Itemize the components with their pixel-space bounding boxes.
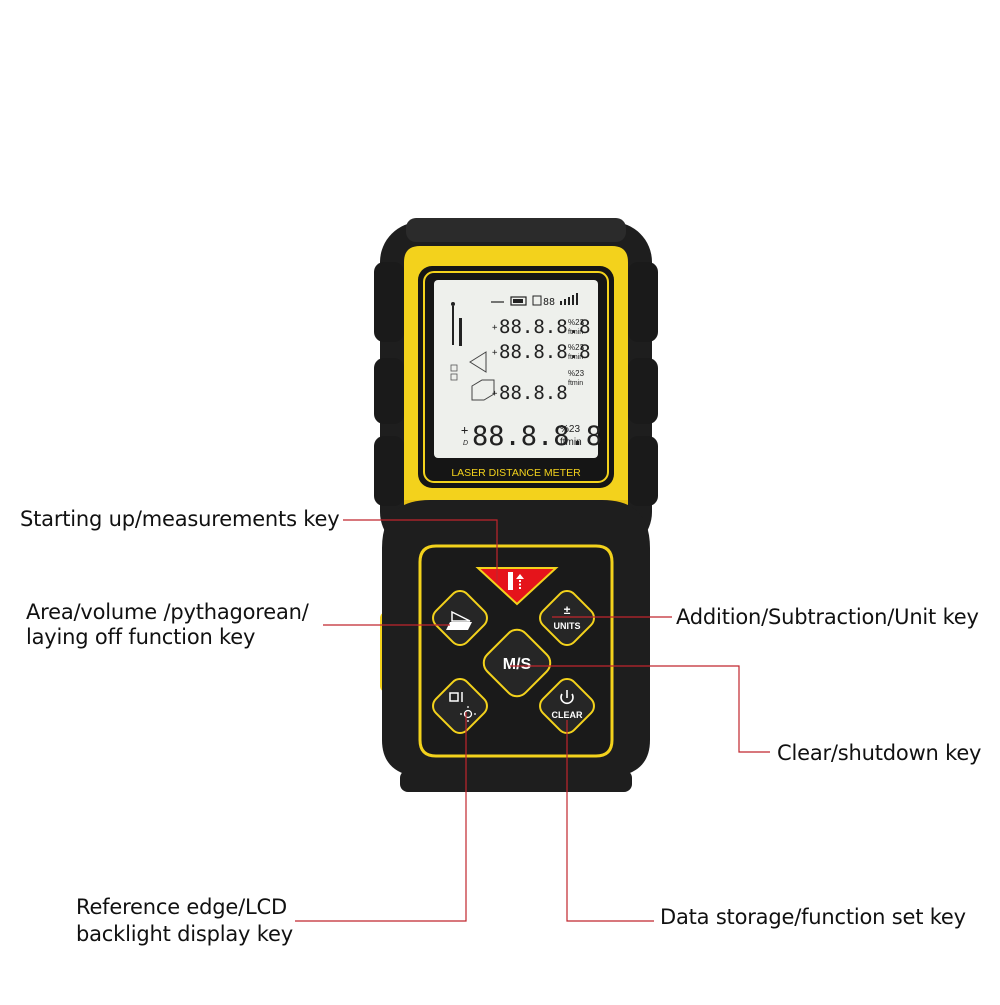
lcd-row-2-ft: ftmin xyxy=(568,354,583,361)
lcd-panel: LASER DISTANCE METER 88 + 88.8 xyxy=(418,266,614,488)
lcd-row-3: 88.8.8 xyxy=(499,382,568,404)
clear-label: CLEAR xyxy=(552,710,583,720)
units-key[interactable]: ± UNITS xyxy=(536,587,598,649)
lcd-row-1-ft: ftmin xyxy=(568,329,583,336)
label-area-key-line1: Area/volume /pythagorean/ xyxy=(26,600,309,624)
label-reference-key-line2: backlight display key xyxy=(76,922,293,946)
lcd-label-d: D xyxy=(463,440,468,447)
lcd-sign-plus: + xyxy=(492,389,498,399)
lcd-row-3-ft: ftmin xyxy=(568,380,583,387)
lcd-status-digits: 88 xyxy=(543,297,555,308)
lcd-sign-plus: + xyxy=(492,348,498,358)
brand-strip: LASER DISTANCE METER xyxy=(451,467,581,479)
lcd-row-3-pct: %23 xyxy=(568,369,585,378)
lcd-main-pct: %23 xyxy=(560,424,580,435)
lcd-status-bar: 88 xyxy=(491,293,578,308)
lcd-mode-icons xyxy=(450,364,458,381)
label-measure-key: Starting up/measurements key xyxy=(20,507,340,531)
lcd-main-ft: ftmin xyxy=(560,437,582,448)
callout-line-measure xyxy=(343,519,498,583)
label-area-key-line2: laying off function key xyxy=(26,625,256,649)
lcd-triangle-icon xyxy=(469,351,487,373)
label-storage-key: Data storage/function set key xyxy=(660,905,966,929)
label-reference-key-line1: Reference edge/LCD xyxy=(76,895,287,919)
lcd-main-reading: 88.8.8.8 xyxy=(472,421,602,452)
ms-label: M/S xyxy=(503,656,532,673)
units-symbol: ± xyxy=(564,603,571,617)
units-label: UNITS xyxy=(554,621,581,631)
lcd-laser-indicator-icon xyxy=(451,302,462,346)
label-units-key: Addition/Subtraction/Unit key xyxy=(676,605,979,629)
lcd-row-2-pct: %23 xyxy=(568,343,585,352)
area-key[interactable] xyxy=(429,587,491,649)
callout-line-storage xyxy=(566,720,654,922)
lcd-row-1-pct: %23 xyxy=(568,318,585,327)
area-volume-icon xyxy=(446,610,472,630)
backlight-icon xyxy=(460,706,476,722)
lcd-volume-icon xyxy=(471,379,495,401)
callout-lines xyxy=(295,519,770,922)
laser-measure-icon xyxy=(508,572,524,590)
callout-line-clear xyxy=(510,665,770,753)
reference-key[interactable] xyxy=(429,675,491,737)
ms-key[interactable]: M/S xyxy=(479,625,555,701)
power-icon xyxy=(560,690,574,705)
reference-edge-icon xyxy=(449,692,463,702)
lcd-sign-plus: + xyxy=(492,323,498,333)
lcd-row-1: 88.8.8.8 xyxy=(499,316,591,338)
lcd-row-2: 88.8.8.8 xyxy=(499,341,591,363)
lcd-main-sign: + xyxy=(461,423,468,437)
callout-line-reference xyxy=(295,712,467,922)
label-clear-key: Clear/shutdown key xyxy=(777,741,982,765)
clear-key[interactable]: CLEAR xyxy=(536,675,598,737)
